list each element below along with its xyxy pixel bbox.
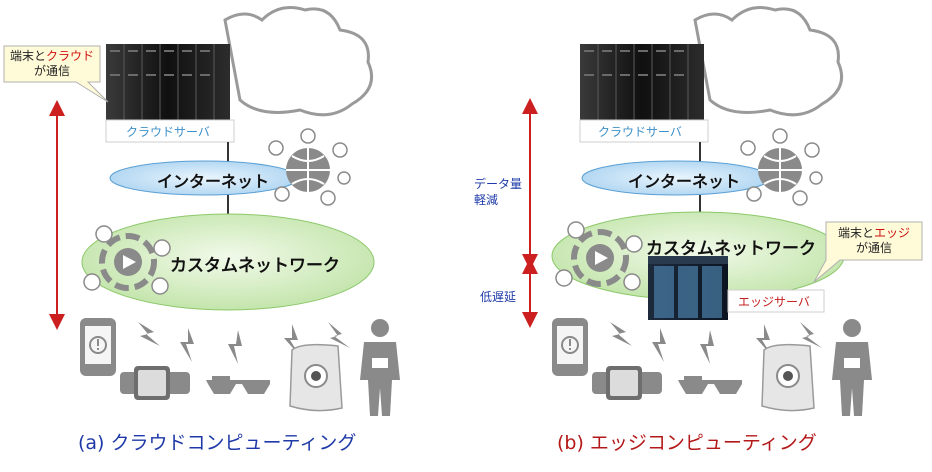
- internet-label-b: インターネット: [628, 172, 741, 191]
- bubble-line2-b: が通信: [855, 241, 892, 255]
- cloud-shape-a: [223, 6, 373, 117]
- bubble-line2-a: が通信: [33, 64, 70, 78]
- low-latency-label: 低遅延: [480, 290, 517, 304]
- data-reduction-line2: 軽減: [474, 193, 499, 207]
- custom-network-label-b: カスタムネットワーク: [646, 239, 816, 259]
- cloud-shape-b: [693, 6, 843, 117]
- callout-bubble-b: [813, 221, 923, 283]
- globe-icon-b: [740, 128, 823, 206]
- cloud-server-rack-b: [579, 43, 705, 123]
- callout-text-a: 端末とクラウド が通信: [6, 49, 98, 79]
- cloud-server-label-b: クラウドサーバ: [598, 125, 682, 139]
- edge-server: [648, 256, 728, 320]
- panel-b: [522, 6, 923, 417]
- bubble-highlight-a: クラウド: [46, 49, 95, 63]
- caption-a: (a) クラウドコンピューティング: [78, 432, 357, 454]
- devices-a: [79, 317, 401, 417]
- panel-a: [3, 6, 401, 417]
- cloud-server-label-a: クラウドサーバ: [126, 125, 210, 139]
- bubble-highlight-b: エッジ: [874, 226, 911, 240]
- internet-label-a: インターネット: [157, 172, 270, 191]
- bubble-prefix-a: 端末と: [9, 49, 46, 63]
- globe-icon-a: [268, 128, 351, 206]
- caption-b: (b) エッジコンピューティング: [557, 432, 817, 454]
- cloud-server-rack-a: [105, 43, 231, 123]
- data-reduction-label: データ量 軽減: [474, 176, 522, 208]
- callout-bubble-a: [3, 45, 109, 103]
- data-reduction-line1: データ量: [474, 177, 523, 191]
- edge-server-label: エッジサーバ: [738, 295, 810, 309]
- callout-text-b: 端末とエッジ が通信: [828, 226, 920, 256]
- devices-b: [551, 317, 873, 417]
- bubble-prefix-b: 端末と: [837, 226, 874, 240]
- custom-network-label-a: カスタムネットワーク: [170, 256, 340, 276]
